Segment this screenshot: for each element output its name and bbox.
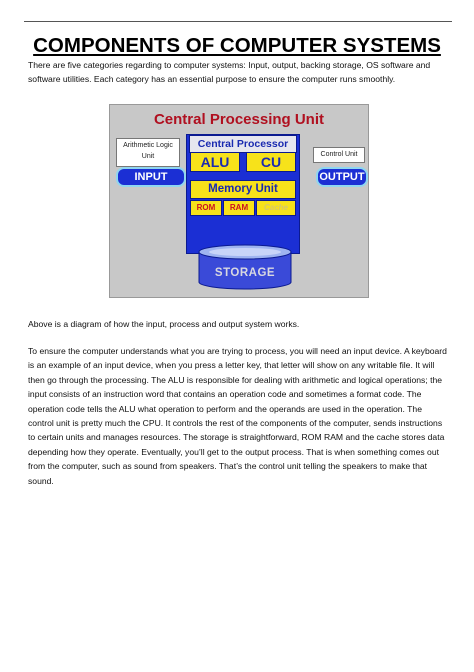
output-arrow: OUTPUT <box>316 167 368 187</box>
input-arrow: INPUT <box>116 167 186 187</box>
cu-block: CU <box>246 152 296 172</box>
memory-unit-block: Memory Unit <box>190 180 296 199</box>
diagram-caption: Above is a diagram of how the input, pro… <box>28 319 300 329</box>
cache-cell: Cache <box>256 200 296 216</box>
control-unit-callout: Control Unit <box>313 147 365 163</box>
alu-block: ALU <box>190 152 240 172</box>
rom-cell: ROM <box>190 200 222 216</box>
storage-cylinder <box>198 244 292 290</box>
alu-callout-line1: Arithmetic Logic <box>123 142 173 149</box>
top-rule <box>24 21 452 22</box>
central-processor-label: Central Processor <box>189 135 297 153</box>
ram-cell: RAM <box>223 200 255 216</box>
diagram-title: Central Processing Unit <box>153 111 325 128</box>
alu-callout-line2: Unit <box>141 153 155 160</box>
intro-paragraph: There are five categories regarding to c… <box>28 60 431 85</box>
alu-callout: Arithmetic Logic Unit <box>116 138 180 167</box>
storage-label: STORAGE <box>214 267 276 279</box>
page-title: COMPONENTS OF COMPUTER SYSTEMS <box>33 34 441 57</box>
body-paragraph: To ensure the computer understands what … <box>28 346 447 486</box>
cpu-diagram: Central Processing Unit Central Processo… <box>109 104 369 298</box>
